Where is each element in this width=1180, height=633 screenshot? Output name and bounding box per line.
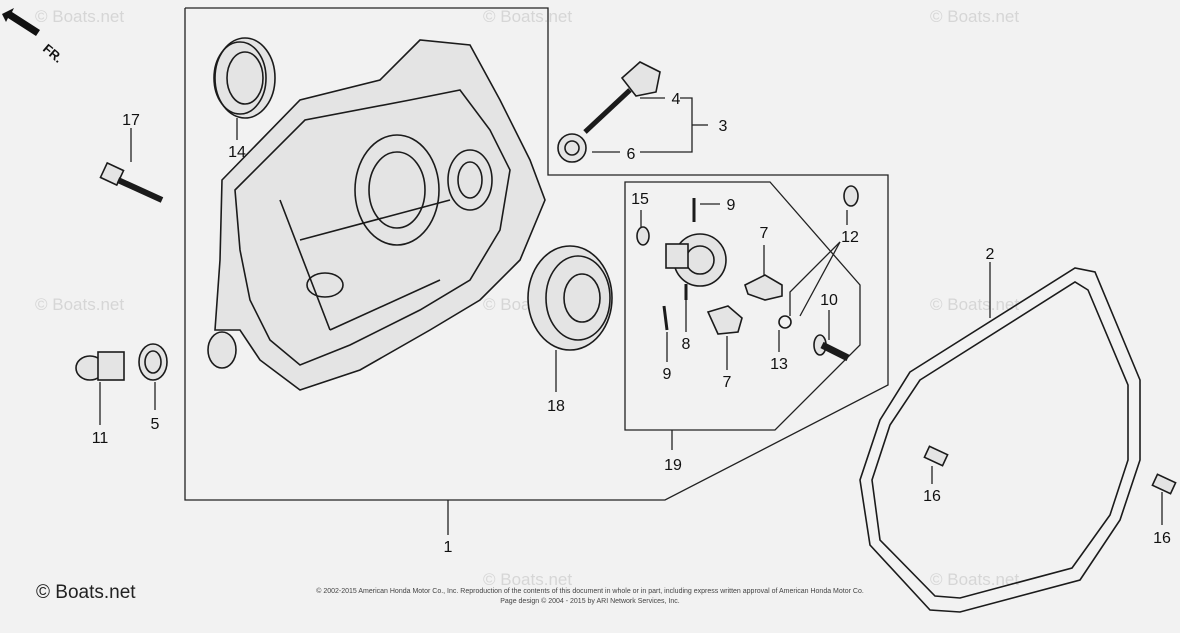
callout-12[interactable]: 12 [841, 229, 859, 246]
callout-6[interactable]: 6 [627, 146, 636, 163]
oil-filler-cap-4 [583, 61, 661, 134]
callout-5[interactable]: 5 [151, 416, 160, 433]
bearing-18 [527, 245, 613, 351]
brand-watermark: © Boats.net [36, 582, 136, 603]
crankcase-cover [207, 39, 546, 391]
callout-14[interactable]: 14 [228, 144, 246, 161]
holder-7 [706, 274, 783, 335]
callout-17[interactable]: 17 [122, 112, 140, 129]
watermarks: © Boats.net © Boats.net © Boats.net © Bo… [35, 7, 1019, 589]
gasket-2 [859, 267, 1141, 613]
callout-15[interactable]: 15 [631, 191, 649, 208]
leader-lines [99, 97, 1163, 525]
governor-gear-8 [665, 233, 727, 300]
callouts: 1 2 3 4 5 6 7 7 8 9 9 10 11 12 13 14 15 … [92, 91, 1171, 556]
assembly-outline-1 [184, 7, 889, 535]
clip-13 [778, 315, 792, 329]
watermark: © Boats.net [930, 295, 1019, 314]
copyright-line: © 2002-2015 American Honda Motor Co., In… [316, 587, 864, 595]
callout-2[interactable]: 2 [986, 246, 995, 263]
direction-label: FR. [40, 41, 66, 66]
watermark: © Boats.net [483, 7, 572, 26]
callout-4[interactable]: 4 [672, 91, 681, 108]
callout-7[interactable]: 7 [723, 374, 732, 391]
callout-16[interactable]: 16 [923, 488, 941, 505]
drain-bolt-11 [75, 351, 125, 381]
callout-1[interactable]: 1 [444, 539, 453, 556]
callout-16[interactable]: 16 [1153, 530, 1171, 547]
callout-10[interactable]: 10 [820, 292, 838, 309]
watermark: © Boats.net [35, 295, 124, 314]
dowel-pin-16 [923, 445, 1177, 495]
watermark: © Boats.net [483, 570, 572, 589]
washer-12 [843, 185, 859, 207]
callout-11[interactable]: 11 [92, 430, 109, 447]
callout-19[interactable]: 19 [664, 457, 682, 474]
watermark: © Boats.net [930, 570, 1019, 589]
callout-9[interactable]: 9 [727, 197, 736, 214]
callout-13[interactable]: 13 [770, 356, 788, 373]
washer-15 [636, 226, 650, 246]
page-design-credit: Page design © 2004 - 2015 by ARI Network… [500, 597, 680, 605]
watermark: © Boats.net [35, 7, 124, 26]
callout-9[interactable]: 9 [663, 366, 672, 383]
callout-3[interactable]: 3 [719, 118, 728, 135]
bolt-17 [99, 161, 164, 203]
oil-seal-14 [213, 37, 276, 119]
o-ring-6 [557, 133, 587, 163]
washer-5 [138, 343, 168, 381]
callout-18[interactable]: 18 [547, 398, 565, 415]
assembly-outline-19 [624, 181, 861, 450]
pin-9 [662, 198, 696, 331]
callout-7[interactable]: 7 [760, 225, 769, 242]
watermark: © Boats.net [930, 7, 1019, 26]
governor-shaft-10 [813, 334, 850, 362]
callout-8[interactable]: 8 [682, 336, 691, 353]
